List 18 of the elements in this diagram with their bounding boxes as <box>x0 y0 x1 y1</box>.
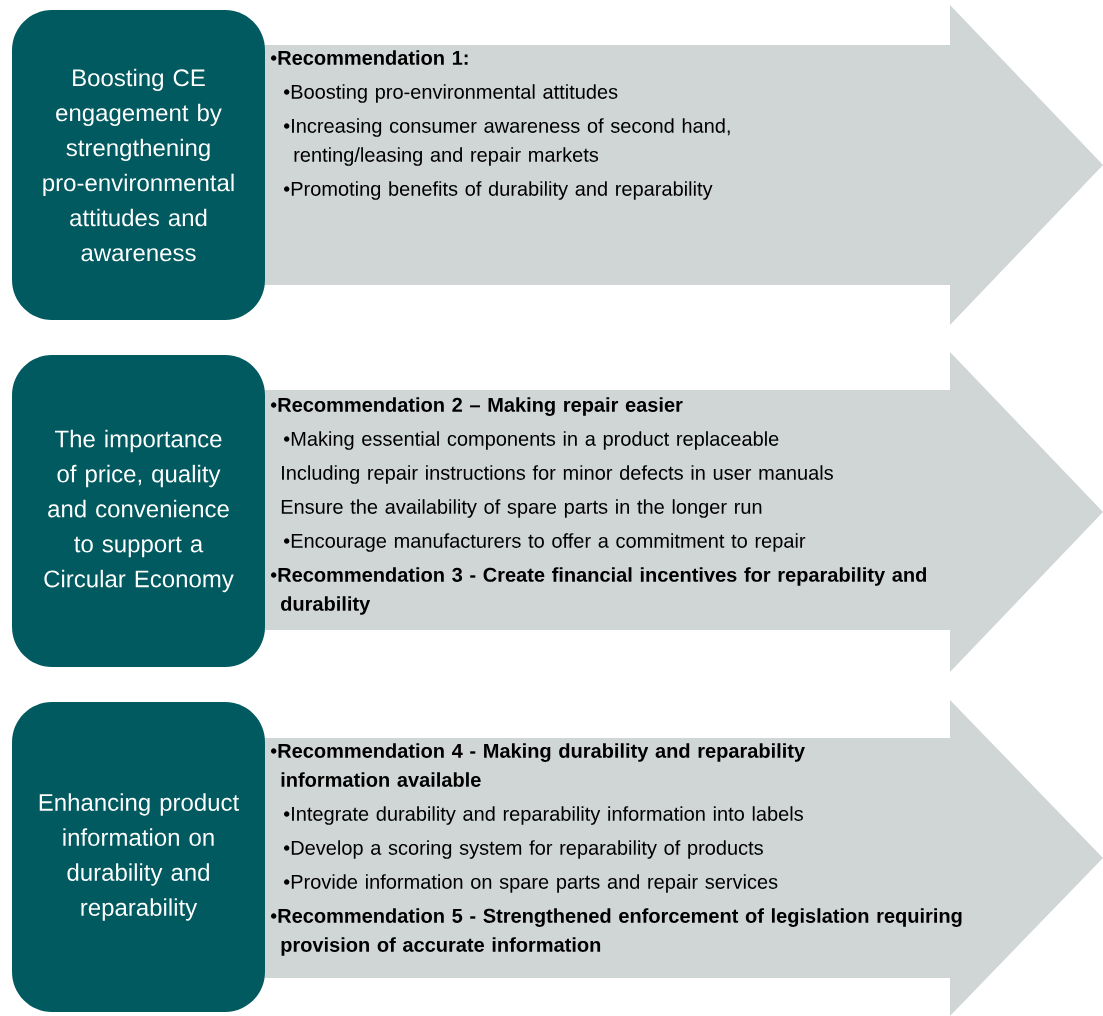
list-item: •Making essential components in a product replaceable <box>284 431 779 450</box>
list-item: •Provide information on spare parts and repair services <box>284 874 778 893</box>
heading-box: The importance of price, quality and convenience to support a Circular Economy <box>12 355 265 667</box>
heading-box: Enhancing product information on durability and reparability <box>12 702 265 1012</box>
heading-box: Boosting CE engagement by strengthening pro-environmental attitudes and awareness <box>12 10 265 320</box>
list-item: Ensure the availability of spare parts in the longer run <box>281 499 762 518</box>
list-item: •Promoting benefits of durability and reparability <box>284 181 713 200</box>
list-item: •Increasing consumer awareness of second hand, renting/leasing and repair markets <box>284 118 730 166</box>
list-item: •Boosting pro-environmental attitudes <box>284 84 618 103</box>
list-item: Including repair instructions for minor defects in user manuals <box>282 465 833 484</box>
list-item: •Recommendation 3 - Create financial incentives for reparability and durability <box>271 567 926 615</box>
list-item: •Recommendation 4 - Making durability and reparability information available <box>271 743 805 787</box>
list-item: •Recommendation 1: <box>271 50 468 65</box>
list-item: •Integrate durability and reparability information into labels <box>284 806 803 825</box>
list-item: •Recommendation 2 – Making repair easier <box>271 397 683 416</box>
list-item: •Recommendation 5 - Strengthened enforcement of legislation requiring provision of accurate information <box>271 908 962 956</box>
list-item: •Encourage manufacturers to offer a commitment to repair <box>284 533 806 552</box>
list-item: •Develop a scoring system for reparability of products <box>284 840 763 859</box>
